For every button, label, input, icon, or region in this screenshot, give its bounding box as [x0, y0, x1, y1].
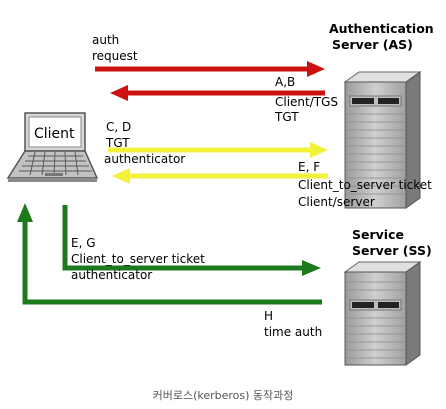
ab-reply-arrow: [110, 85, 325, 101]
as-title-line1: Authentication: [329, 21, 434, 36]
ab-label-line2: Client/TGS: [275, 95, 338, 109]
ss-title-line2: Server (SS): [352, 243, 432, 258]
service-server-icon: [343, 261, 422, 366]
h-label-line2: time auth: [264, 325, 322, 339]
cd-request-arrow: [108, 142, 328, 158]
ss-title-line1: Service: [352, 227, 404, 242]
ef-reply-arrow: [112, 168, 328, 184]
as-title-line2: Server (AS): [332, 37, 413, 52]
ef-label-line2: Client_to_server ticket: [298, 178, 432, 192]
ef-label-line1: E, F: [298, 160, 320, 174]
auth-request-label-line2: request: [92, 49, 138, 63]
cd-label-line1: C, D: [106, 120, 131, 134]
eg-label-line2: Client_to_server ticket: [71, 252, 205, 266]
cd-label-line2: TGT: [105, 136, 130, 150]
eg-label-line3: authenticator: [71, 268, 152, 282]
auth-request-arrow: [95, 61, 325, 77]
eg-label-line1: E, G: [71, 236, 96, 250]
eg-request-arrow: [62, 205, 321, 276]
ab-label-line3: TGT: [274, 110, 299, 124]
auth-request-label-line1: auth: [92, 33, 119, 47]
ab-label-line1: A,B: [275, 75, 295, 89]
authentication-server-icon: [343, 71, 422, 209]
h-reply-arrow: [17, 203, 322, 305]
client-label: Client: [34, 126, 75, 142]
client-laptop-icon: [6, 112, 99, 182]
h-label-line1: H: [264, 309, 273, 323]
figure-caption: 커버로스(kerberos) 동작과정: [153, 389, 294, 402]
cd-label-line3: authenticator: [104, 152, 185, 166]
ef-label-line3: Client/server: [298, 195, 375, 209]
